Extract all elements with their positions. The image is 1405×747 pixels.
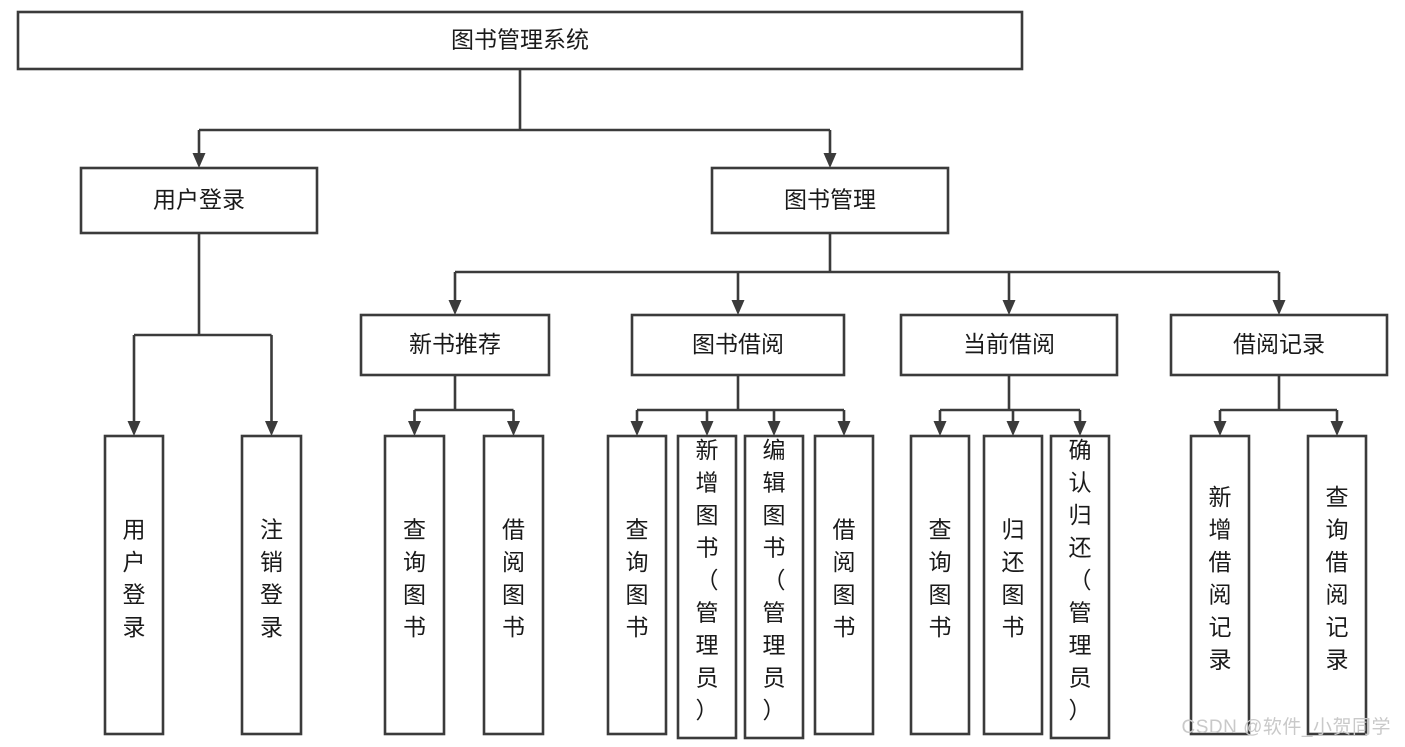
- leaf-box[interactable]: [813, 434, 875, 736]
- arrow-head: [408, 421, 421, 436]
- arrow-head: [823, 153, 837, 168]
- leaf-box[interactable]: [1049, 434, 1111, 740]
- arrow-head: [1272, 300, 1286, 315]
- leaf-注销登录[interactable]: 注销登录: [240, 434, 303, 736]
- leaf-查询借阅记录[interactable]: 查询借阅记录: [1306, 434, 1368, 736]
- leaf-box[interactable]: [1306, 434, 1368, 736]
- leaf-查询图书[interactable]: 查询图书: [606, 434, 668, 736]
- node-label: 图书借阅: [692, 331, 784, 357]
- leaf-box[interactable]: [383, 434, 446, 736]
- leaf-box[interactable]: [240, 434, 303, 736]
- arrow-head: [1006, 421, 1020, 436]
- node-box[interactable]: [1169, 313, 1389, 377]
- arrow-head: [192, 153, 206, 168]
- leaf-查询图书[interactable]: 查询图书: [909, 434, 971, 736]
- leaf-编辑图书管理员[interactable]: 编辑图书（管理员）: [743, 434, 805, 740]
- arrow-head: [1002, 300, 1016, 315]
- node-label: 当前借阅: [963, 331, 1055, 357]
- node-label: 借阅记录: [1233, 331, 1325, 357]
- node-box[interactable]: [630, 313, 846, 377]
- node-label: 图书管理: [784, 187, 876, 213]
- arrow-head: [265, 421, 278, 436]
- leaf-box[interactable]: [482, 434, 545, 736]
- leaf-label: 查询借阅记录: [1326, 484, 1349, 673]
- connector-layer: [127, 69, 1344, 436]
- arrow-head: [1073, 421, 1087, 436]
- node-label: 图书管理系统: [451, 27, 589, 53]
- arrow-head: [700, 421, 714, 436]
- arrow-head: [933, 421, 947, 436]
- leaf-box[interactable]: [909, 434, 971, 736]
- leaf-box[interactable]: [606, 434, 668, 736]
- node-box[interactable]: [359, 313, 551, 377]
- leaf-label: 借阅图书: [502, 516, 525, 640]
- leaf-label: 查询图书: [929, 516, 952, 640]
- arrow-head: [731, 300, 745, 315]
- arrow-head: [448, 300, 462, 315]
- leaf-label: 归还图书: [1002, 516, 1025, 640]
- node-box[interactable]: [899, 313, 1119, 377]
- node-图书管理[interactable]: 图书管理: [710, 166, 950, 235]
- arrow-head: [1330, 421, 1344, 436]
- arrow-head: [507, 421, 520, 436]
- leaf-box[interactable]: [982, 434, 1044, 736]
- node-box[interactable]: [79, 166, 319, 235]
- leaf-新增借阅记录[interactable]: 新增借阅记录: [1189, 434, 1251, 736]
- node-layer: 图书管理系统用户登录图书管理新书推荐图书借阅当前借阅借阅记录用户登录注销登录查询…: [16, 10, 1389, 740]
- leaf-label: 确认归还（管理员）: [1069, 437, 1092, 723]
- node-box[interactable]: [710, 166, 950, 235]
- leaf-label: 查询图书: [403, 516, 426, 640]
- leaf-归还图书[interactable]: 归还图书: [982, 434, 1044, 736]
- node-图书借阅[interactable]: 图书借阅: [630, 313, 846, 377]
- node-借阅记录[interactable]: 借阅记录: [1169, 313, 1389, 377]
- node-新书推荐[interactable]: 新书推荐: [359, 313, 551, 377]
- node-图书管理系统[interactable]: 图书管理系统: [16, 10, 1024, 71]
- arrow-head: [837, 421, 851, 436]
- leaf-label: 注销登录: [260, 516, 283, 640]
- leaf-box[interactable]: [103, 434, 165, 736]
- leaf-新增图书管理员[interactable]: 新增图书（管理员）: [676, 434, 738, 740]
- leaf-label: 查询图书: [626, 516, 649, 640]
- node-用户登录[interactable]: 用户登录: [79, 166, 319, 235]
- node-当前借阅[interactable]: 当前借阅: [899, 313, 1119, 377]
- leaf-用户登录[interactable]: 用户登录: [103, 434, 165, 736]
- arrow-head: [630, 421, 644, 436]
- leaf-label: 借阅图书: [833, 516, 856, 640]
- leaf-label: 新增图书（管理员）: [696, 437, 719, 723]
- node-label: 新书推荐: [409, 331, 501, 357]
- leaf-借阅图书[interactable]: 借阅图书: [813, 434, 875, 736]
- node-label: 用户登录: [153, 187, 245, 213]
- leaf-借阅图书[interactable]: 借阅图书: [482, 434, 545, 736]
- node-box[interactable]: [16, 10, 1024, 71]
- leaf-box[interactable]: [676, 434, 738, 740]
- leaf-box[interactable]: [743, 434, 805, 740]
- arrow-head: [767, 421, 781, 436]
- leaf-box[interactable]: [1189, 434, 1251, 736]
- leaf-确认归还管理员[interactable]: 确认归还（管理员）: [1049, 434, 1111, 740]
- leaf-label: 编辑图书（管理员）: [763, 437, 786, 723]
- leaf-查询图书[interactable]: 查询图书: [383, 434, 446, 736]
- leaf-label: 新增借阅记录: [1209, 484, 1232, 673]
- arrow-head: [127, 421, 141, 436]
- leaf-label: 用户登录: [123, 516, 146, 640]
- arrow-head: [1213, 421, 1227, 436]
